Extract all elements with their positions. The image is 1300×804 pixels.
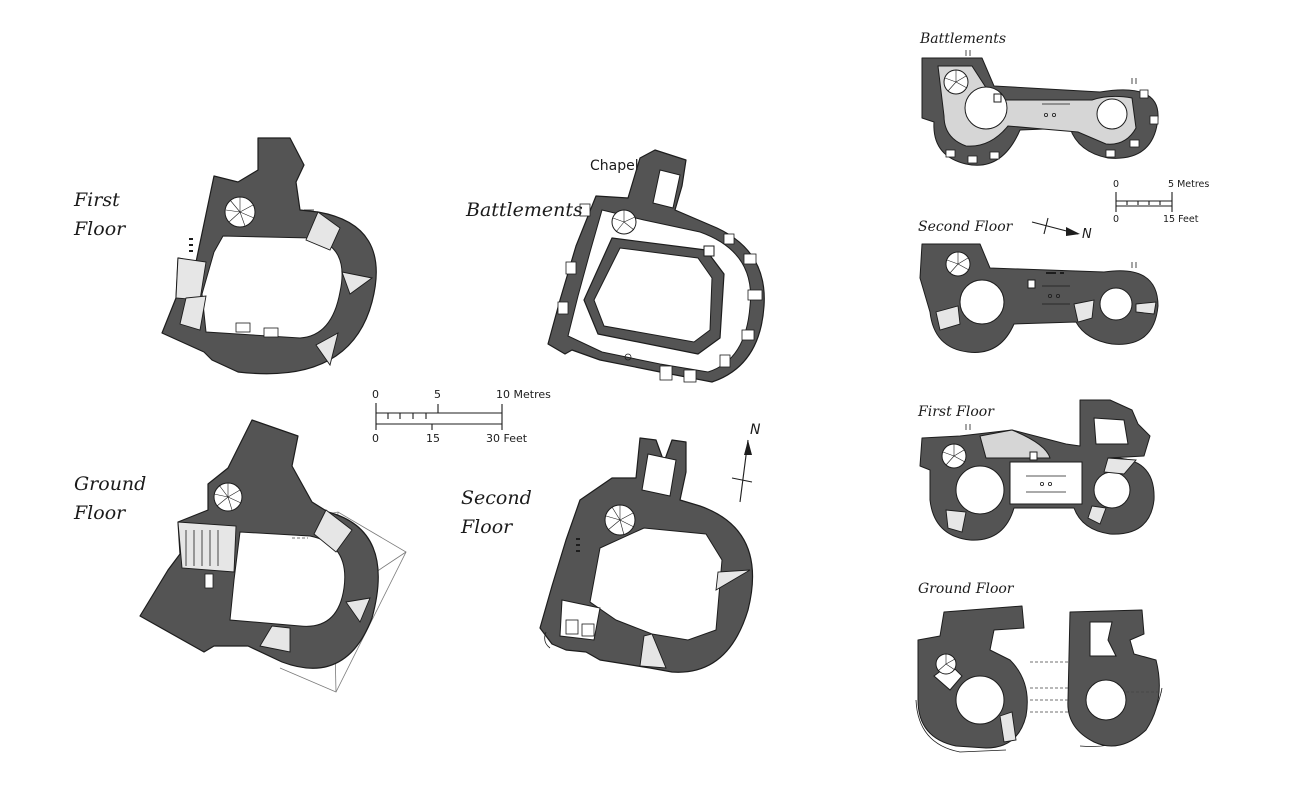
plan-first-floor xyxy=(161,137,377,375)
plan-right-second-floor xyxy=(919,243,1159,353)
scale-bar-right xyxy=(1115,192,1173,212)
scale-right-metres-5: 5 Metres xyxy=(1168,179,1210,190)
spiral-stair-icon xyxy=(612,210,636,233)
spiral-stair-icon xyxy=(225,197,255,227)
plan-ground-floor xyxy=(139,419,407,693)
scale-metres-0: 0 xyxy=(372,388,379,401)
scale-metres-10: 10 Metres xyxy=(496,388,551,401)
north-arrow-icon xyxy=(731,439,753,503)
north-arrow-right-icon xyxy=(1031,217,1080,236)
plan-battlements xyxy=(547,149,765,383)
plan-second-floor xyxy=(539,437,754,673)
scale-right-metres-0: 0 xyxy=(1113,179,1120,190)
scale-right-feet-0: 0 xyxy=(1113,214,1120,225)
spiral-stair-icon xyxy=(942,444,966,466)
scale-metres-5: 5 xyxy=(434,388,441,401)
label-chapel: Chapel xyxy=(590,158,639,174)
plan-right-battlements xyxy=(921,50,1159,166)
north-letter: N xyxy=(750,422,761,438)
plan-right-first-floor xyxy=(919,399,1155,541)
label-battlements: Battlements xyxy=(466,199,583,221)
spiral-stair-icon xyxy=(213,483,242,511)
spiral-stair-icon xyxy=(944,70,968,92)
spiral-stair-icon xyxy=(605,505,635,536)
label-right-ground-floor: Ground Floor xyxy=(918,581,1014,597)
scale-feet-0: 0 xyxy=(372,432,379,445)
label-right-battlements: Battlements xyxy=(920,31,1007,47)
plan-right-ground-floor xyxy=(915,605,1163,753)
label-right-second-floor: Second Floor xyxy=(918,219,1013,235)
scale-feet-30: 30 Feet xyxy=(486,432,528,445)
label-right-first-floor: First Floor xyxy=(918,404,994,420)
scale-bar-left xyxy=(375,403,503,430)
spiral-stair-icon xyxy=(946,252,970,274)
north-letter-right: N xyxy=(1082,227,1092,242)
scale-right-feet-15: 15 Feet xyxy=(1163,214,1199,225)
scale-feet-15: 15 xyxy=(426,432,440,445)
spiral-stair-icon xyxy=(937,654,956,672)
